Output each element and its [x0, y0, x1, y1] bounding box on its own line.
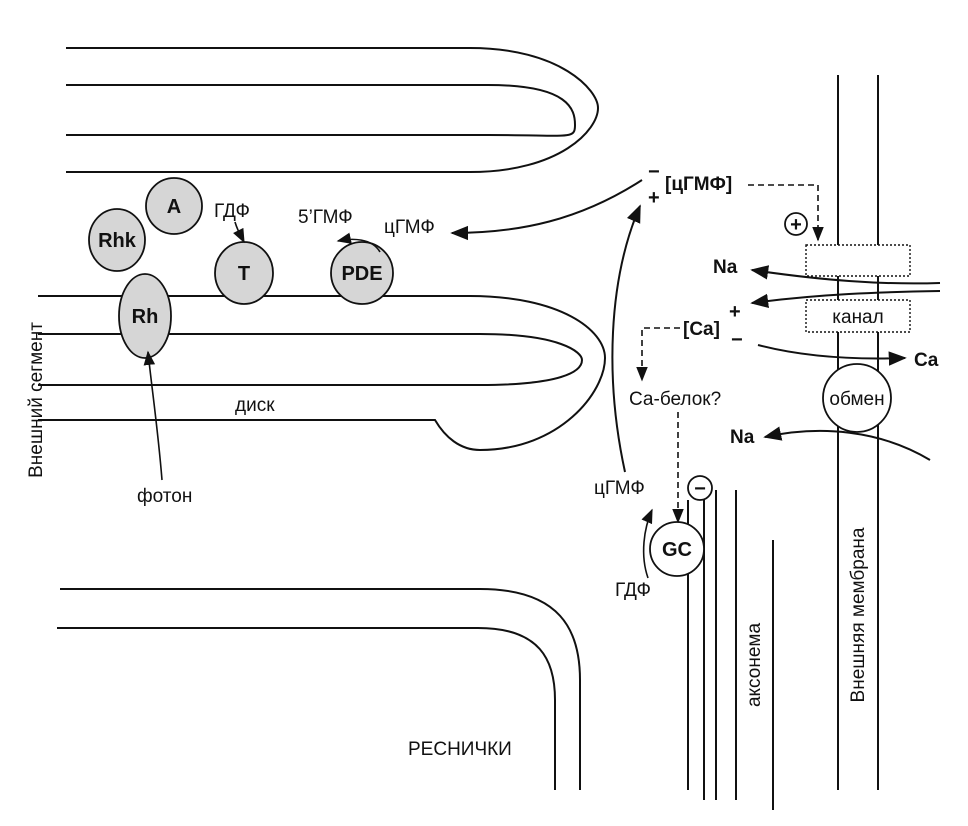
cgmp-minus-sign: − [648, 161, 660, 183]
gc-enzyme [649, 521, 705, 577]
gc-label: GC [662, 539, 692, 561]
upper-disk-membrane [66, 47, 600, 173]
pde-label: PDE [341, 263, 382, 285]
t-label: T [238, 263, 250, 285]
gc-conversion-arrow [641, 508, 653, 579]
outer-segment-label: Внешний сегмент [26, 322, 47, 478]
gc-minus-circle-icon [687, 475, 713, 501]
gc-minus-sign: − [694, 478, 706, 500]
cilia-membrane [57, 588, 581, 790]
na-influx-arrow [750, 265, 941, 285]
ca-out-label: Ca [914, 350, 939, 371]
channel-lower-box [805, 299, 911, 333]
pde-hydrolysis-arrow [336, 232, 381, 253]
ca-efflux-arrow [757, 344, 907, 366]
exchanger-label: обмен [829, 389, 884, 410]
gc-cgmp-upward-arrow [611, 204, 641, 473]
axoneme-label: аксонема [744, 623, 765, 707]
cilia-label: РЕСНИЧКИ [408, 739, 512, 760]
exchanger-circle [822, 363, 892, 433]
photon-label: фотон [137, 486, 192, 507]
rhk-protein [88, 208, 146, 272]
channel-label: канал [832, 307, 883, 328]
pde-cgmp-label: цГМФ [384, 217, 435, 238]
na-out-label: Na [730, 427, 755, 448]
rhk-label: Rhk [98, 230, 137, 252]
gdp-to-t-arrow [233, 221, 245, 244]
ca-to-protein-dashed-arrow [636, 327, 680, 382]
plus-circle-sign: + [790, 214, 802, 236]
cgmp-to-channel-dashed-arrow [748, 184, 824, 242]
cgmp-plus-sign: + [648, 187, 660, 209]
gc-cgmp-label: цГМФ [594, 478, 645, 499]
a-protein [145, 177, 203, 235]
photon-arrow [143, 350, 163, 481]
ca-minus-sign: − [731, 329, 743, 351]
na-influx-arrow-2 [750, 290, 941, 309]
plus-circle-icon [784, 212, 808, 236]
gdp-top-label: ГДФ [214, 201, 250, 222]
ca-protein-label: Са-белок? [629, 389, 721, 410]
lower-disk-membrane [38, 295, 607, 452]
cgmp-concentration-label: [цГМФ] [665, 174, 732, 195]
ca-plus-sign: + [729, 301, 741, 323]
ca-concentration-label: [Ca] [683, 319, 720, 340]
cgmp-to-pde-arrow [450, 179, 643, 241]
na-exchange-arrow [763, 426, 931, 461]
channel-upper-box [805, 244, 911, 277]
rh-label: Rh [132, 306, 159, 328]
disk-label: диск [235, 395, 275, 416]
gmp5-label: 5’ГМФ [298, 207, 353, 228]
gc-gdp-label: ГДФ [615, 580, 651, 601]
pde-protein [330, 241, 394, 305]
a-label: A [167, 196, 181, 218]
outer-membrane-label: Внешняя мембрана [848, 527, 869, 702]
na-in-label: Na [713, 257, 738, 278]
